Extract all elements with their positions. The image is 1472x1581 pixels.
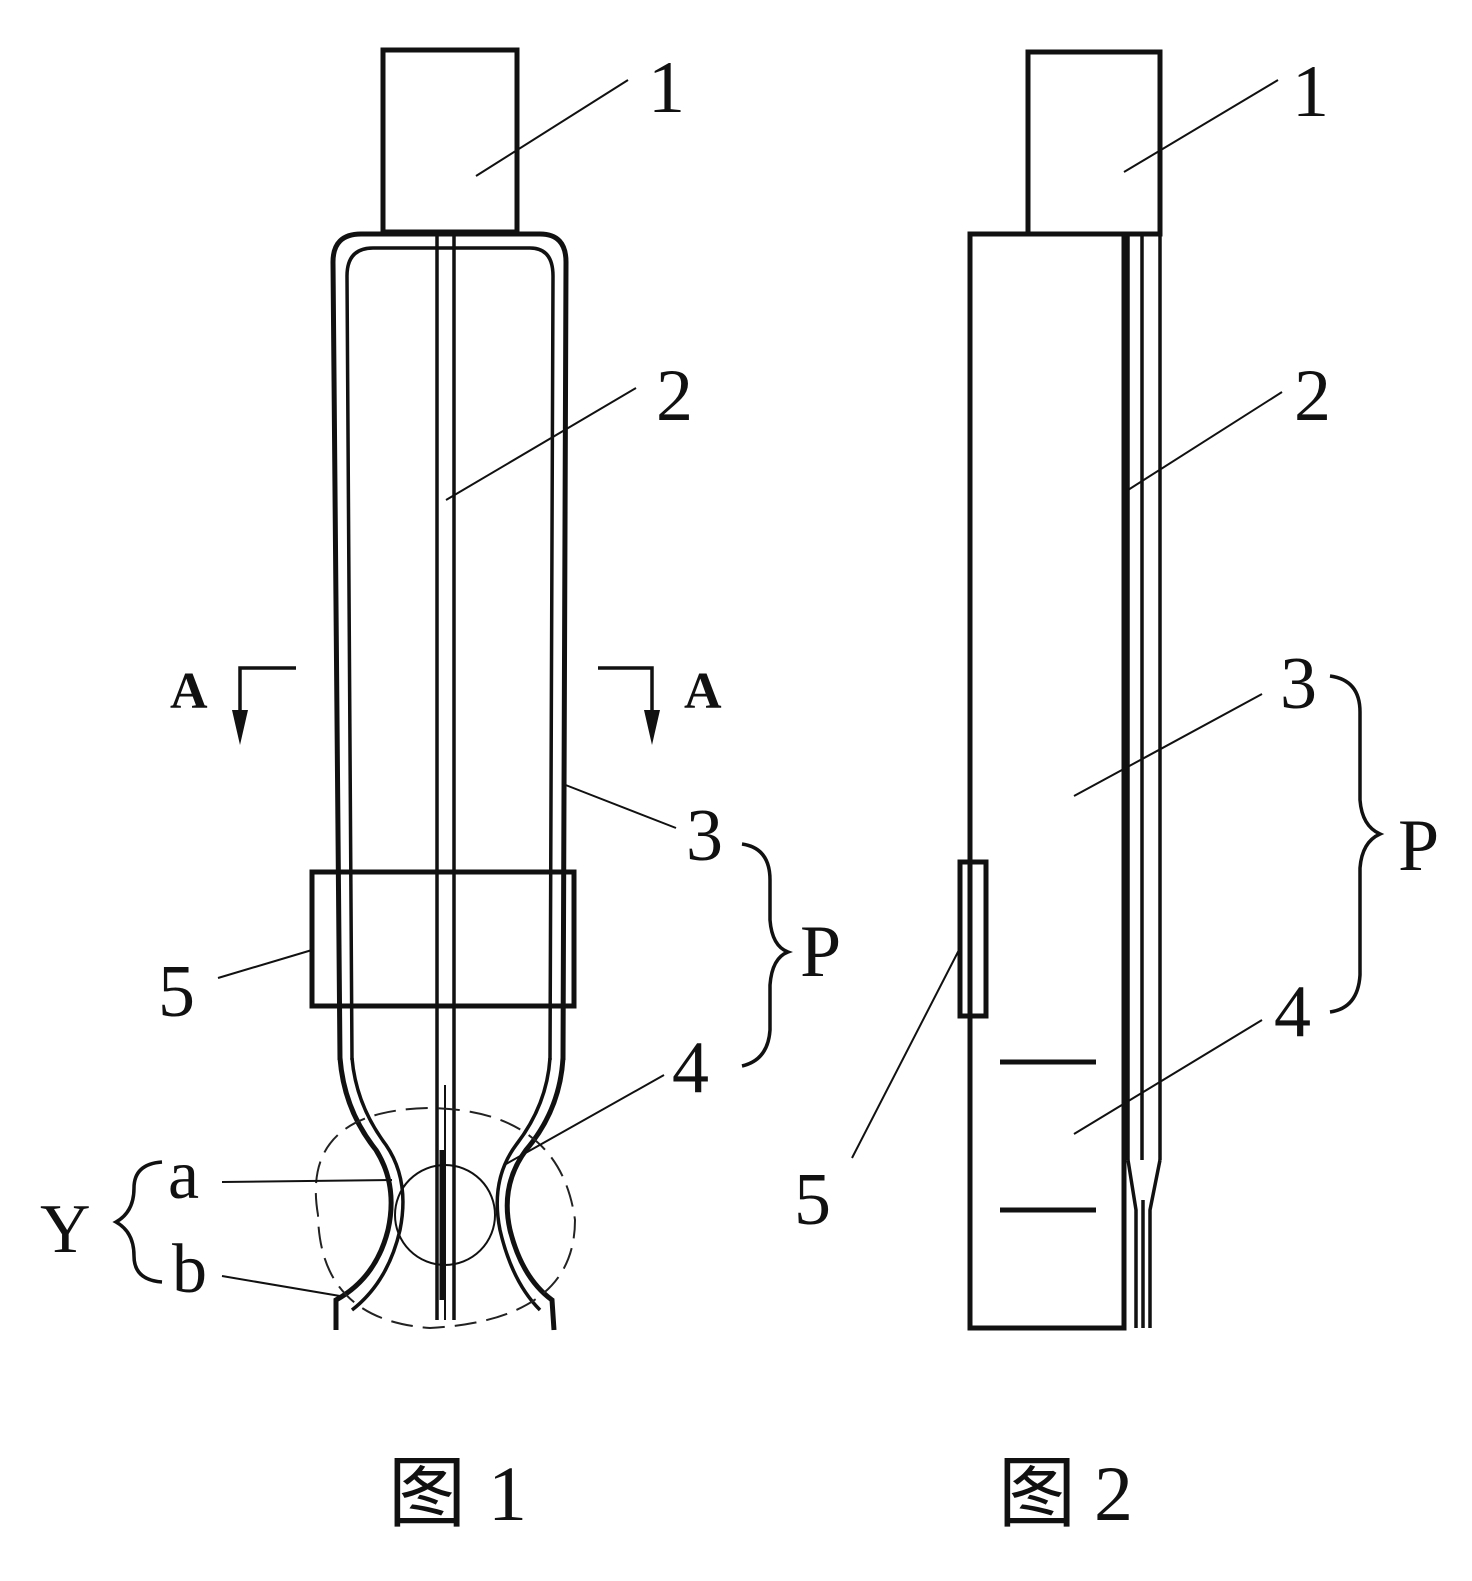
fig2-caption-char: 图 [998,1450,1076,1537]
fig1-label-4: 4 [672,1027,709,1109]
fig1-caption-num: 1 [488,1450,527,1537]
fig2-part5-clip [960,862,986,1016]
fig1-section-label-left: A [170,663,208,720]
fig2-rod-taper [1128,1160,1136,1328]
figure-2: 1 2 3 4 5 P 图 2 [794,51,1439,1537]
fig1-part4-right-jaw-outer [507,1058,563,1330]
fig1-label-5: 5 [158,951,195,1033]
fig1-brace-Y [116,1162,162,1282]
fig1-leader-5 [218,950,312,978]
fig2-leader-5 [852,948,960,1158]
fig1-part4-left-jaw-outer [336,1058,391,1330]
fig2-leader-3 [1074,694,1262,796]
fig1-leader-3 [563,784,676,828]
fig1-part4-left-jaw-inner [352,1058,403,1310]
fig1-label-3: 3 [686,795,723,877]
fig1-part3-inner-frame [347,248,553,1060]
fig1-part4-right-jaw-inner [497,1058,550,1310]
fig1-brace-P [742,844,788,1066]
fig2-label-5: 5 [794,1159,831,1241]
fig1-section-mark-right [598,668,652,720]
fig1-leader-b [222,1276,340,1296]
fig2-label-4: 4 [1274,971,1311,1053]
fig1-label-P: P [800,911,841,993]
fig1-label-Y: Y [40,1191,91,1268]
fig2-label-3: 3 [1280,643,1317,725]
fig1-label-1: 1 [648,47,685,129]
fig1-label-b: b [172,1231,207,1308]
fig1-section-arrow-left [232,710,248,745]
fig1-section-arrow-right [644,710,660,745]
fig1-part1-block [383,50,517,232]
fig1-caption-char: 图 [388,1450,466,1537]
fig2-leader-4 [1074,1020,1262,1134]
fig1-label-2: 2 [656,355,693,437]
fig1-section-mark-left [240,668,296,720]
fig2-brace-P [1330,676,1380,1012]
fig2-label-2: 2 [1294,355,1331,437]
fig2-leader-2 [1128,392,1282,490]
fig1-leader-a [222,1180,392,1182]
fig2-caption-num: 2 [1094,1450,1133,1537]
figure-1: 1 2 3 5 4 P a b Y A A 图 1 [40,47,841,1537]
fig2-label-1: 1 [1292,51,1329,133]
fig1-part3-outer-frame [333,234,566,1060]
fig2-part1-block [1028,52,1160,234]
fig1-leader-1 [476,80,628,176]
fig2-rod-taper-2 [1150,1160,1160,1328]
fig1-section-label-right: A [684,663,722,720]
fig2-label-P: P [1398,805,1439,887]
fig1-label-a: a [168,1137,199,1214]
fig1-leader-4 [506,1075,664,1164]
fig1-leader-2 [446,388,636,500]
fig2-leader-1 [1124,80,1278,172]
